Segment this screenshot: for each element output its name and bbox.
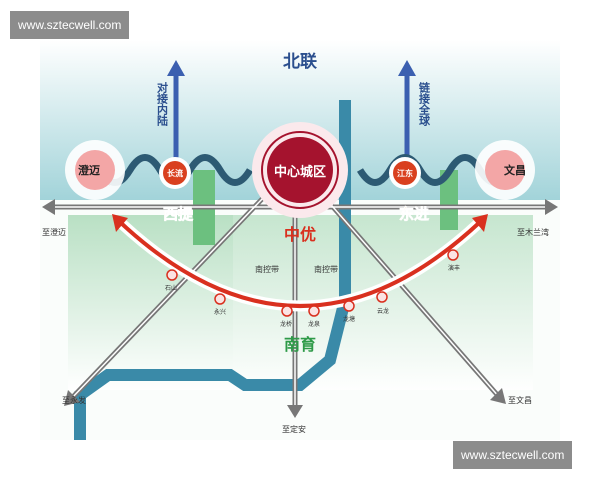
station-markers: [166, 249, 459, 317]
dest-bottom-right: 至文昌: [508, 395, 532, 405]
right-arrow-label: 链接全球: [418, 81, 432, 127]
label-east: 东进: [399, 205, 429, 223]
belt-label: 南控带: [255, 264, 279, 274]
road-arrowheads: [42, 199, 558, 418]
north-title: 北联: [283, 52, 317, 72]
watermark-top: www.sztecwell.com: [10, 11, 130, 39]
node-jiangdong: 江东: [397, 168, 413, 178]
station-label: 演丰: [448, 264, 460, 272]
label-center: 中优: [284, 225, 316, 244]
node-changliu: 长流: [167, 168, 183, 178]
station-label: 龙桥: [280, 320, 292, 328]
dest-right: 至木兰湾: [517, 227, 549, 237]
center-node-label: 中心城区: [274, 164, 326, 180]
label-west: 西提: [163, 205, 194, 223]
node-wenchang: 文昌: [504, 163, 526, 177]
arc-arrow-left-icon: [112, 214, 128, 232]
belt-label: 南控带: [314, 264, 338, 274]
southern-arc-line: [118, 220, 482, 308]
dest-left: 至澄迈: [42, 227, 66, 237]
dest-bottom-center: 至定安: [282, 424, 306, 434]
node-chengmai: 澄迈: [78, 163, 100, 177]
station-label: 龙泉: [308, 320, 320, 328]
dest-bottom-left: 至永发: [62, 395, 86, 405]
river: [74, 100, 351, 440]
station-label: 石山: [165, 284, 177, 292]
station-label: 永兴: [214, 308, 226, 316]
label-south: 南育: [284, 335, 316, 354]
station-label: 云龙: [377, 307, 389, 315]
watermark-bottom: www.sztecwell.com: [453, 441, 573, 469]
station-label: 龙塘: [343, 315, 355, 323]
north-arrows: [167, 60, 416, 160]
arc-arrow-right-icon: [472, 214, 488, 232]
left-arrow-label: 对接内陆: [156, 81, 169, 127]
center-city-node: [267, 137, 333, 203]
green-corridor-right: [440, 170, 458, 230]
